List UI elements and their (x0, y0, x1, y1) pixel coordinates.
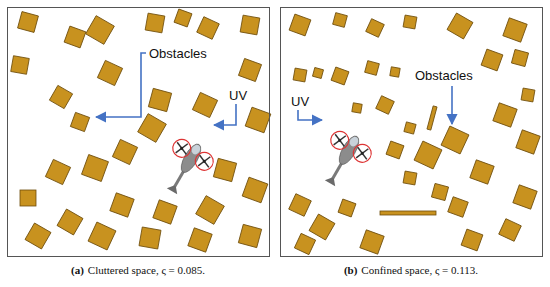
panel-frame: ObstaclesUV (7, 7, 270, 257)
obstacle (294, 233, 315, 254)
wall-obstacle (380, 211, 436, 215)
obstacle (360, 230, 384, 254)
obstacle (11, 56, 30, 75)
obstacle (461, 229, 483, 251)
obstacle (441, 126, 469, 154)
obstacle (240, 15, 260, 35)
obstacle (289, 194, 312, 217)
leader-line (96, 53, 146, 117)
obstacle (331, 67, 349, 85)
callout-label: Obstacles (149, 46, 207, 62)
obstacle (97, 60, 122, 85)
obstacle (112, 139, 137, 164)
panel-letter: (b) (344, 264, 357, 276)
obstacle (386, 141, 404, 159)
obstacle (333, 13, 348, 28)
obstacle (138, 114, 167, 143)
obstacle (352, 103, 362, 113)
caption-text: Confined space, ς = 0.113. (361, 264, 478, 276)
obstacle (403, 171, 417, 185)
obstacle (153, 200, 177, 224)
obstacle (45, 159, 70, 184)
obstacle (431, 183, 448, 200)
obstacle (49, 85, 72, 108)
obstacle (470, 160, 494, 184)
wall-obstacle (427, 106, 437, 130)
obstacle (82, 155, 109, 182)
obstacles (11, 9, 540, 255)
obstacle (309, 214, 335, 240)
obstacle (289, 14, 311, 36)
obstacle (88, 222, 116, 250)
obstacle (245, 107, 271, 133)
obstacle (365, 61, 380, 76)
obstacle (513, 185, 537, 209)
obstacle (148, 88, 171, 111)
callout-label: UV (291, 94, 309, 110)
obstacle (139, 227, 161, 249)
obstacle (499, 219, 522, 242)
panel-caption: (a) Cluttered space, ς = 0.085. (71, 264, 205, 276)
obstacle (188, 228, 212, 252)
obstacle (145, 13, 165, 33)
leader-line (214, 104, 236, 125)
obstacle (86, 16, 115, 45)
panel-frame: ObstaclesUV (280, 7, 543, 257)
obstacle (238, 224, 261, 247)
obstacle (213, 158, 236, 181)
obstacle (338, 199, 356, 217)
callout-label: UV (229, 88, 247, 104)
obstacle (447, 13, 473, 39)
callout-label: Obstacles (415, 68, 473, 84)
obstacle (503, 18, 527, 42)
obstacle (197, 17, 220, 40)
obstacle (18, 12, 39, 33)
obstacle (70, 112, 89, 131)
obstacle (238, 58, 261, 81)
obstacle (196, 196, 225, 225)
obstacle (242, 177, 268, 203)
obstacle (404, 122, 416, 134)
obstacle (293, 68, 307, 82)
obstacle (448, 197, 469, 218)
obstacle (376, 96, 395, 115)
helicopter (311, 125, 376, 194)
leader-line (298, 110, 322, 120)
obstacle (521, 88, 535, 102)
obstacle (20, 190, 36, 206)
obstacle (403, 15, 417, 29)
caption-text: Cluttered space, ς = 0.085. (88, 264, 205, 276)
obstacle (511, 49, 528, 66)
leader-lines (96, 53, 452, 125)
obstacle (516, 130, 540, 154)
obstacle (64, 26, 86, 48)
obstacle (25, 223, 51, 249)
obstacle (110, 193, 134, 217)
obstacle (414, 141, 442, 169)
obstacle (192, 92, 217, 117)
leader-line (451, 86, 453, 124)
obstacle (312, 67, 323, 78)
helicopter (153, 133, 218, 202)
obstacle (390, 67, 400, 77)
obstacle (57, 209, 83, 235)
obstacle (481, 49, 503, 71)
vehicles (153, 125, 376, 202)
obstacle (366, 19, 385, 38)
obstacle (493, 103, 517, 127)
panel-letter: (a) (71, 264, 84, 276)
panel-caption: (b) Confined space, ς = 0.113. (344, 264, 478, 276)
obstacle (174, 9, 192, 27)
